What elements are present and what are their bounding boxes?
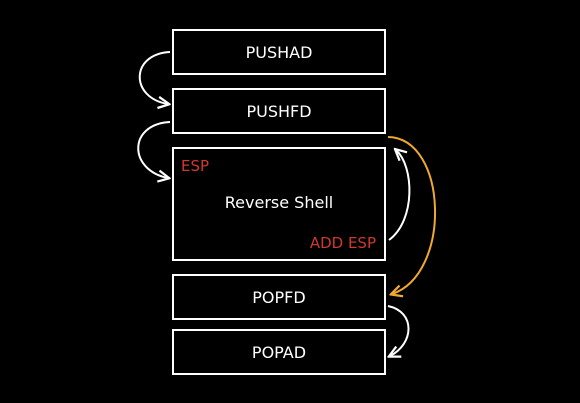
esp-label: ESP — [181, 157, 210, 175]
arrow-pushfd-to-shell — [137, 121, 170, 178]
block-reverse-shell: ESP Reverse Shell ADD ESP — [172, 147, 386, 261]
block-popfd: POPFD — [172, 274, 386, 320]
block-popad: POPAD — [172, 329, 386, 375]
block-pushad-label: PUSHAD — [245, 42, 313, 62]
add-esp-label: ADD ESP — [309, 234, 376, 252]
block-popad-label: POPAD — [251, 342, 307, 362]
arrow-pushfd-to-popfd — [387, 136, 437, 294]
block-reverse-shell-label: Reverse Shell — [224, 193, 334, 212]
block-pushfd-label: PUSHFD — [246, 101, 312, 121]
arrow-add-esp-to-esp — [388, 150, 411, 241]
block-popfd-label: POPFD — [252, 287, 306, 307]
arrow-popfd-to-popad — [388, 305, 410, 356]
block-pushad: PUSHAD — [172, 29, 386, 75]
arrow-pushad-to-pushfd — [138, 51, 170, 104]
block-pushfd: PUSHFD — [172, 88, 386, 134]
